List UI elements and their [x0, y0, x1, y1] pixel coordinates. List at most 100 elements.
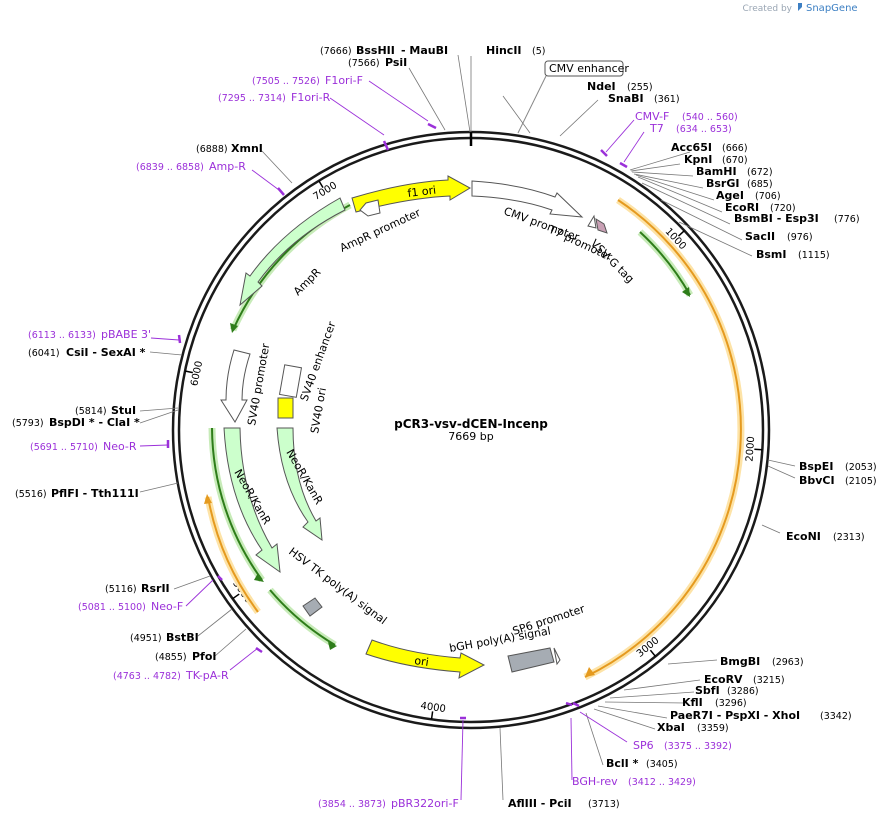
- site-pos-pfoi: (4855): [155, 652, 187, 663]
- site-paer7i-pspxi-xhoi[interactable]: PaeR7I - PspXI - XhoI: [670, 709, 800, 722]
- site-pos-bsmi: (1115): [798, 250, 830, 261]
- primer-neo-r[interactable]: Neo-R: [103, 440, 137, 453]
- site-bamhi[interactable]: BamHI: [696, 165, 737, 178]
- site-bcli[interactable]: BclI *: [606, 757, 639, 770]
- primer-bgh-rev[interactable]: BGH-rev: [572, 775, 618, 788]
- site-pos-kpni: (670): [722, 155, 748, 166]
- site-bspei[interactable]: BspEI: [799, 460, 833, 473]
- snapgene-logo-icon: [798, 3, 802, 11]
- primer-t7[interactable]: T7: [649, 122, 664, 135]
- feature-ori[interactable]: [365, 639, 486, 679]
- site-pos-kfli: (3296): [715, 698, 747, 709]
- feature-sv40-enhancer[interactable]: [278, 364, 303, 398]
- site-pos-sbfi: (3286): [727, 686, 759, 697]
- feature-label-ampr: AmpR: [291, 265, 324, 298]
- site-kfli[interactable]: KflI: [682, 696, 703, 709]
- site-pfoi[interactable]: PfoI: [192, 650, 217, 663]
- primer-pbabe3[interactable]: pBABE 3': [101, 328, 151, 341]
- site-sacii[interactable]: SacII: [745, 230, 775, 243]
- site-pflfi-tth111i[interactable]: PflFI - Tth111I: [51, 487, 139, 500]
- site-ecorv[interactable]: EcoRV: [704, 673, 743, 686]
- feature-sv40-ori[interactable]: [277, 397, 294, 419]
- site-kpni[interactable]: KpnI: [684, 153, 712, 166]
- site-maubi[interactable]: - MauBI: [401, 44, 448, 57]
- primer-f1ori-f[interactable]: F1ori-F: [325, 74, 363, 87]
- site-pos-hincii: (5): [532, 46, 545, 57]
- ruler-tick: [649, 649, 657, 657]
- primer-pos-f1ori-f: (7505 .. 7526): [252, 76, 320, 87]
- site-pos-ecorv: (3215): [753, 675, 785, 686]
- primer-pbr322ori-f[interactable]: pBR322ori-F: [391, 797, 459, 810]
- site-pos-agei: (706): [755, 191, 781, 202]
- feature-ampr-promoter[interactable]: [359, 199, 381, 217]
- feature-f1-ori[interactable]: [351, 175, 472, 213]
- site-xbai[interactable]: XbaI: [657, 721, 685, 734]
- feature-sp6-promoter[interactable]: [553, 647, 561, 666]
- site-pos-xbai: (3359): [697, 723, 729, 734]
- site-xmni[interactable]: XmnI: [231, 142, 263, 155]
- primer-sp6[interactable]: SP6: [633, 739, 654, 752]
- site-sbfi[interactable]: SbfI: [695, 684, 720, 697]
- site-bsrgi[interactable]: BsrGI: [706, 177, 739, 190]
- site-stui[interactable]: StuI: [111, 404, 136, 417]
- primer-pos-pbr322ori-f: (3854 .. 3873): [318, 799, 386, 810]
- site-pos-bbvci: (2105): [845, 476, 877, 487]
- site-pos-ecori: (720): [770, 203, 796, 214]
- site-afliii-pcii[interactable]: AflIII - PciI: [508, 797, 572, 810]
- feature-label-cmv-enhancer: CMV enhancer: [549, 62, 629, 75]
- feature-t7-promoter[interactable]: [587, 214, 597, 229]
- ruler-tick-label: 4000: [420, 701, 447, 715]
- site-snabi[interactable]: SnaBI: [608, 92, 644, 105]
- feature-label-vsv-g-tag: VSV-G tag: [588, 237, 637, 286]
- site-pos-psii: (7566): [348, 58, 380, 69]
- primer-cmv-f[interactable]: CMV-F: [635, 110, 669, 123]
- feature-bgh-polya[interactable]: [507, 647, 555, 673]
- site-econi[interactable]: EcoNI: [786, 530, 821, 543]
- site-pos-bsmbi: (776): [834, 214, 860, 225]
- feature-sv40-promoter[interactable]: [220, 349, 251, 423]
- feature-label-f1-ori: f1 ori: [407, 184, 437, 200]
- feature-ampr[interactable]: [239, 197, 346, 307]
- site-bsmi[interactable]: BsmI: [756, 248, 787, 261]
- feature-cmv-promoter[interactable]: [471, 180, 584, 218]
- site-rsrii[interactable]: RsrII: [141, 582, 170, 595]
- primer-f1ori-r[interactable]: F1ori-R: [291, 91, 331, 104]
- primer-pos-pbabe3: (6113 .. 6133): [28, 330, 96, 341]
- site-bsmbi-esp3i[interactable]: BsmBI - Esp3I: [734, 212, 819, 225]
- site-pos-pflfi: (5516): [15, 489, 47, 500]
- ruler-tick-label: 6000: [189, 360, 205, 387]
- feature-neor-kanr-2[interactable]: [276, 427, 323, 542]
- ruler-tick: [184, 370, 194, 374]
- site-acc65i[interactable]: Acc65I: [671, 141, 712, 154]
- site-bbvci[interactable]: BbvCI: [799, 474, 835, 487]
- site-pos-econi: (2313): [833, 532, 865, 543]
- primer-pos-cmv-f: (540 .. 560): [682, 112, 738, 123]
- site-bsshii[interactable]: BssHII: [356, 44, 395, 57]
- ruler-tick: [318, 180, 324, 188]
- cmv-enhancer-box: [544, 60, 624, 77]
- leader-lines: [139, 54, 796, 801]
- site-agei[interactable]: AgeI: [716, 189, 744, 202]
- site-ecori[interactable]: EcoRI: [725, 201, 759, 214]
- site-bspdi-clai[interactable]: BspDI * - ClaI *: [49, 416, 140, 429]
- feature-hsv-tk-polya[interactable]: [302, 597, 323, 617]
- primer-neo-f[interactable]: Neo-F: [151, 600, 183, 613]
- site-csii-sexai[interactable]: CsiI - SexAI *: [66, 346, 146, 359]
- primer-pos-sp6: (3375 .. 3392): [664, 741, 732, 752]
- site-pos-bcli: (3405): [646, 759, 678, 770]
- primer-amp-r[interactable]: Amp-R: [209, 160, 246, 173]
- site-bmgbi[interactable]: BmgBI: [720, 655, 760, 668]
- site-labels: (7666) BssHII - MauBI HincII (5) (7566) …: [12, 44, 877, 810]
- primer-tk-pa-r[interactable]: TK-pA-R: [185, 669, 229, 682]
- features: [220, 175, 608, 679]
- plasmid-length: 7669 bp: [448, 430, 493, 443]
- site-ndei[interactable]: NdeI: [587, 80, 616, 93]
- feature-vsv-g-tag[interactable]: [595, 217, 608, 234]
- plasmid-name: pCR3-vsv-dCEN-Incenp: [394, 417, 548, 431]
- site-pos-bspei: (2053): [845, 462, 877, 473]
- site-psii[interactable]: PsiI: [385, 56, 407, 69]
- site-hincii[interactable]: HincII: [486, 44, 522, 57]
- site-bstbi[interactable]: BstBI: [166, 631, 199, 644]
- feature-neor-kanr-1[interactable]: [223, 427, 281, 574]
